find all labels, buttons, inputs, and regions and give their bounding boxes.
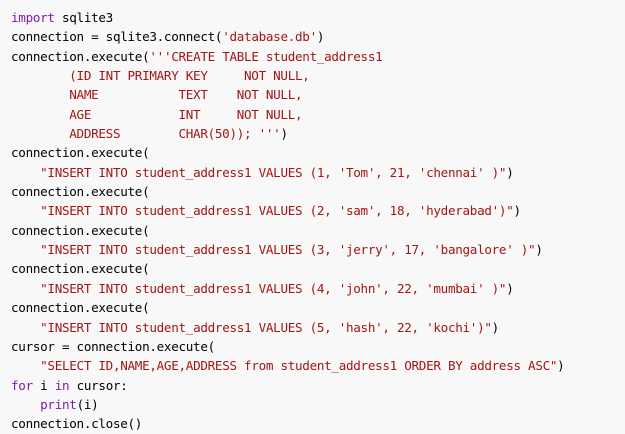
code-token: (i) xyxy=(76,396,99,412)
code-token xyxy=(11,281,40,296)
keyword-token: print xyxy=(40,396,77,412)
code-line: cursor = connection.execute( xyxy=(11,337,625,356)
code-line: ADDRESS CHAR(50)); ''') xyxy=(11,124,625,143)
code-line: import sqlite3 xyxy=(11,8,625,27)
code-token: ) xyxy=(506,280,514,296)
string-token: (ID INT PRIMARY KEY NOT NULL, xyxy=(11,68,310,84)
code-line: connection.execute( xyxy=(11,182,625,201)
string-token: ADDRESS CHAR(50)); ''' xyxy=(11,126,281,142)
keyword-token: in xyxy=(54,377,70,393)
code-token: sqlite3 xyxy=(54,10,113,25)
code-token: connection.close() xyxy=(11,416,143,432)
code-token: ) xyxy=(506,164,514,180)
code-token: connection.execute( xyxy=(11,184,150,200)
keyword-token: import xyxy=(11,10,55,25)
code-token: ) xyxy=(557,358,565,374)
string-token: "INSERT INTO student_address1 VALUES (2,… xyxy=(40,203,514,219)
code-line: print(i) xyxy=(11,395,625,414)
code-line: connection.execute('''CREATE TABLE stude… xyxy=(11,47,625,66)
code-token: ) xyxy=(513,203,521,219)
code-line: for i in cursor: xyxy=(11,376,625,395)
string-token: "INSERT INTO student_address1 VALUES (3,… xyxy=(40,242,536,258)
string-token: 'database.db' xyxy=(222,29,317,45)
code-line: "INSERT INTO student_address1 VALUES (2,… xyxy=(11,201,625,220)
code-token: connection.execute( xyxy=(11,222,150,238)
code-token: connection.execute( xyxy=(11,300,150,316)
string-token: '''CREATE TABLE student_address1 xyxy=(149,48,383,64)
string-token: "SELECT ID,NAME,AGE,ADDRESS from student… xyxy=(40,358,558,374)
code-line: connection.execute( xyxy=(11,298,625,317)
code-line: connection.close() xyxy=(11,414,625,433)
code-line: AGE INT NOT NULL, xyxy=(11,105,625,124)
code-token: connection.execute( xyxy=(11,145,150,161)
code-token: cursor: xyxy=(69,377,128,393)
code-token: ) xyxy=(280,126,288,142)
code-token xyxy=(11,397,40,412)
code-line: "INSERT INTO student_address1 VALUES (3,… xyxy=(11,240,625,259)
code-token: cursor = connection.execute( xyxy=(11,338,215,354)
code-line: "INSERT INTO student_address1 VALUES (4,… xyxy=(11,279,625,298)
code-token xyxy=(11,242,40,257)
code-line: connection.execute( xyxy=(11,221,625,240)
string-token: "INSERT INTO student_address1 VALUES (1,… xyxy=(40,164,507,180)
code-token: i xyxy=(32,377,55,393)
code-token: ) xyxy=(316,29,325,45)
code-line: connection = sqlite3.connect('database.d… xyxy=(11,27,625,46)
code-line: connection.execute( xyxy=(11,259,625,278)
code-line: "INSERT INTO student_address1 VALUES (1,… xyxy=(11,163,625,182)
code-line: "INSERT INTO student_address1 VALUES (5,… xyxy=(11,318,625,337)
code-line: connection.execute( xyxy=(11,143,625,162)
code-token xyxy=(11,165,40,180)
keyword-token: for xyxy=(11,377,33,393)
code-token xyxy=(11,358,40,373)
code-token: connection.execute( xyxy=(11,261,150,277)
string-token: "INSERT INTO student_address1 VALUES (5,… xyxy=(40,319,492,335)
code-line: "SELECT ID,NAME,AGE,ADDRESS from student… xyxy=(11,356,625,375)
code-line: NAME TEXT NOT NULL, xyxy=(11,85,625,104)
code-token: ) xyxy=(535,242,543,258)
string-token: NAME TEXT NOT NULL, xyxy=(11,87,303,103)
code-line: (ID INT PRIMARY KEY NOT NULL, xyxy=(11,66,625,85)
code-token xyxy=(11,320,40,335)
string-token: "INSERT INTO student_address1 VALUES (4,… xyxy=(40,280,507,296)
code-token: connection.execute( xyxy=(11,48,150,64)
string-token: AGE INT NOT NULL, xyxy=(11,106,303,122)
code-token xyxy=(11,203,40,218)
code-token: ) xyxy=(491,319,500,335)
code-token: connection = sqlite3.connect( xyxy=(11,29,223,45)
